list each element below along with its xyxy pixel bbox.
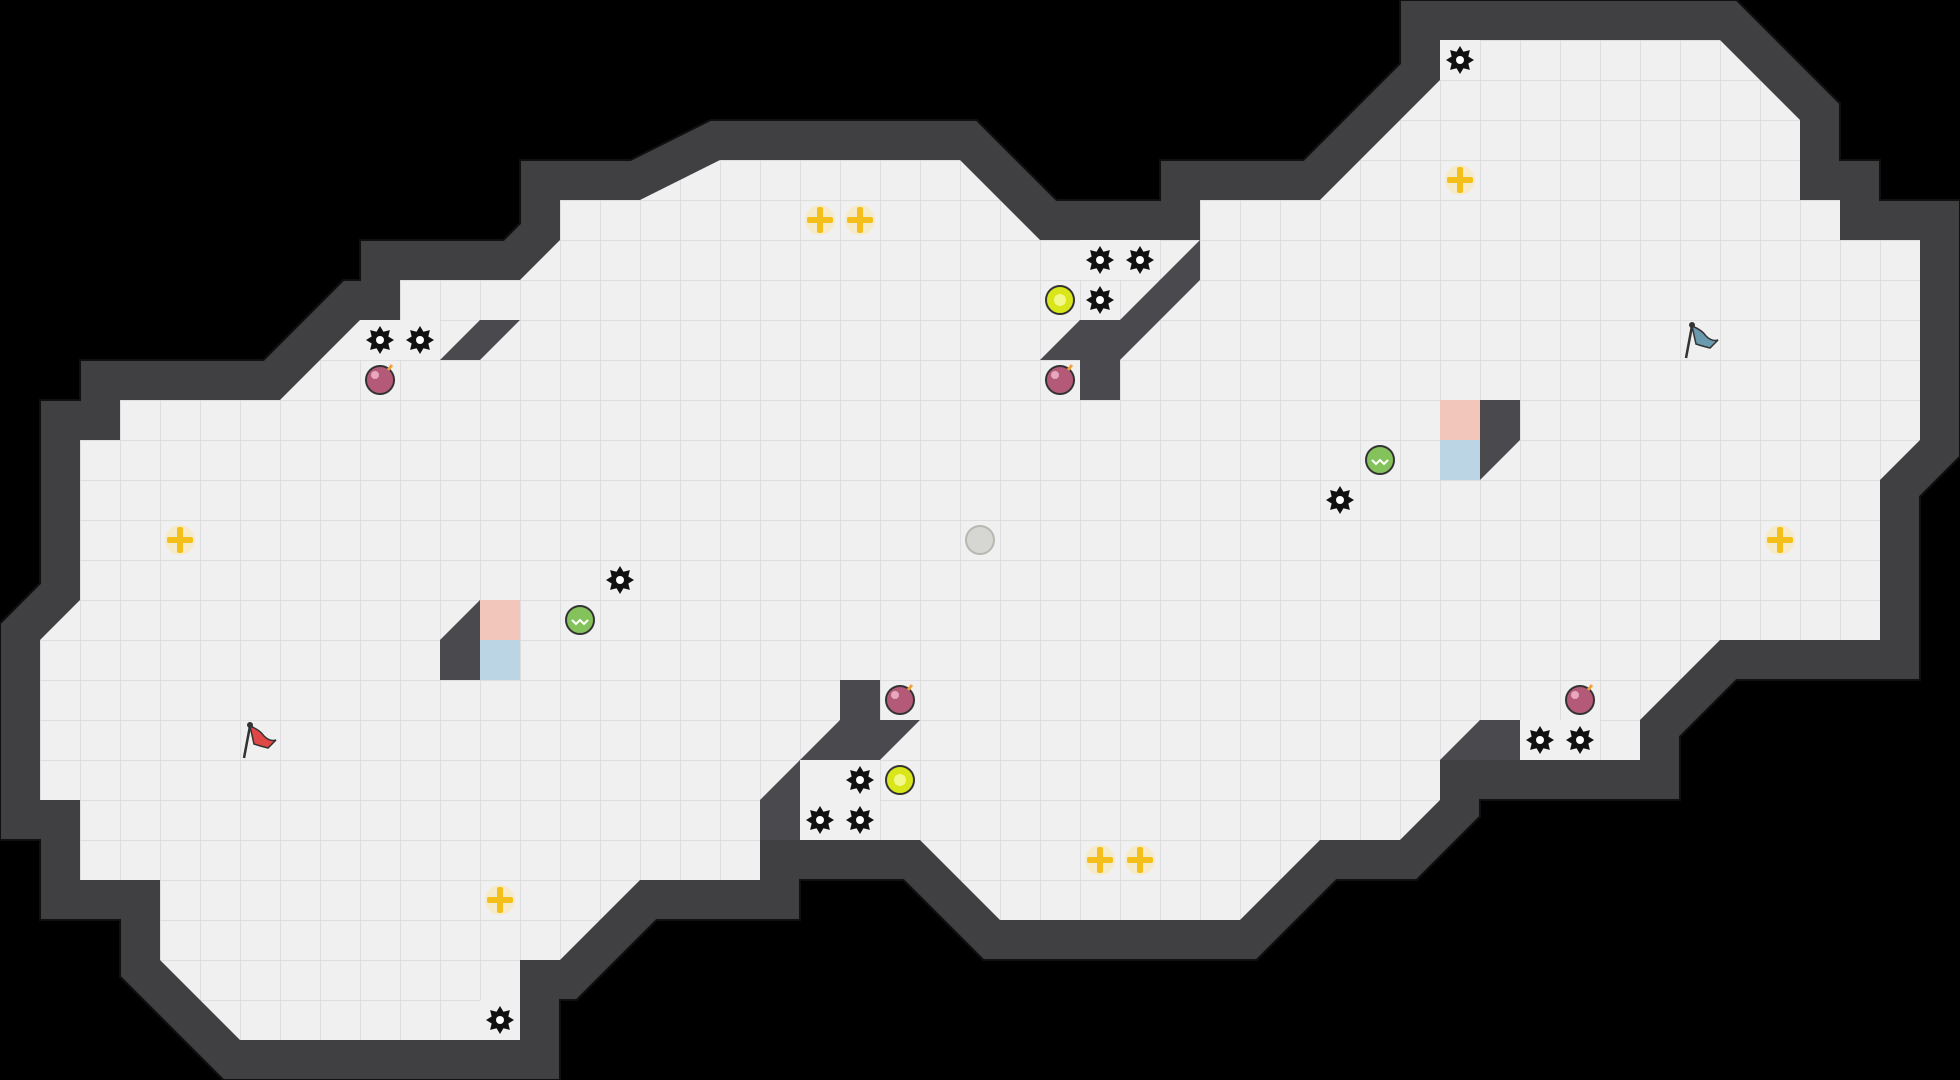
- powerup-icon: [1445, 165, 1475, 195]
- spike-icon: [1526, 726, 1554, 754]
- inner-wall-bottom-right: [1440, 720, 1520, 760]
- bomb-icon: [885, 684, 915, 715]
- powerup-icon: [845, 205, 875, 235]
- powerup-icon: [1765, 525, 1795, 555]
- powerup-icon: [1125, 845, 1155, 875]
- gates: [480, 400, 1480, 680]
- spike-icon: [806, 806, 834, 834]
- spike-icon: [486, 1006, 514, 1034]
- spike-icon: [1566, 726, 1594, 754]
- spike-icon: [1126, 246, 1154, 274]
- spike-icon: [1326, 486, 1354, 514]
- portal-icon: [965, 525, 995, 555]
- inner-wall-top-left: [440, 320, 520, 360]
- jukejuice-icon: [565, 605, 595, 635]
- bomb-icon: [1045, 364, 1075, 395]
- boost-icon: [1045, 285, 1075, 315]
- flag-icon: [1684, 322, 1719, 359]
- red-gate: [1440, 400, 1480, 440]
- boost-icon: [885, 765, 915, 795]
- powerup-icon: [805, 205, 835, 235]
- bomb-icon: [1565, 684, 1595, 715]
- spike-icon: [1086, 246, 1114, 274]
- spike-icon: [1446, 46, 1474, 74]
- red-gate: [480, 600, 520, 640]
- bomb-icon: [365, 364, 395, 395]
- powerup-icon: [1085, 845, 1115, 875]
- inner-wall-left: [440, 600, 480, 680]
- spike-icon: [366, 326, 394, 354]
- spike-icon: [846, 806, 874, 834]
- spike-icon: [406, 326, 434, 354]
- flag-icon: [242, 722, 277, 759]
- powerup-icon: [485, 885, 515, 915]
- inner-wall-right: [1480, 400, 1520, 480]
- spike-icon: [1086, 286, 1114, 314]
- blue-gate: [1440, 440, 1480, 480]
- spike-icon: [606, 566, 634, 594]
- powerup-icon: [165, 525, 195, 555]
- spike-icon: [846, 766, 874, 794]
- blue-gate: [480, 640, 520, 680]
- jukejuice-icon: [1365, 445, 1395, 475]
